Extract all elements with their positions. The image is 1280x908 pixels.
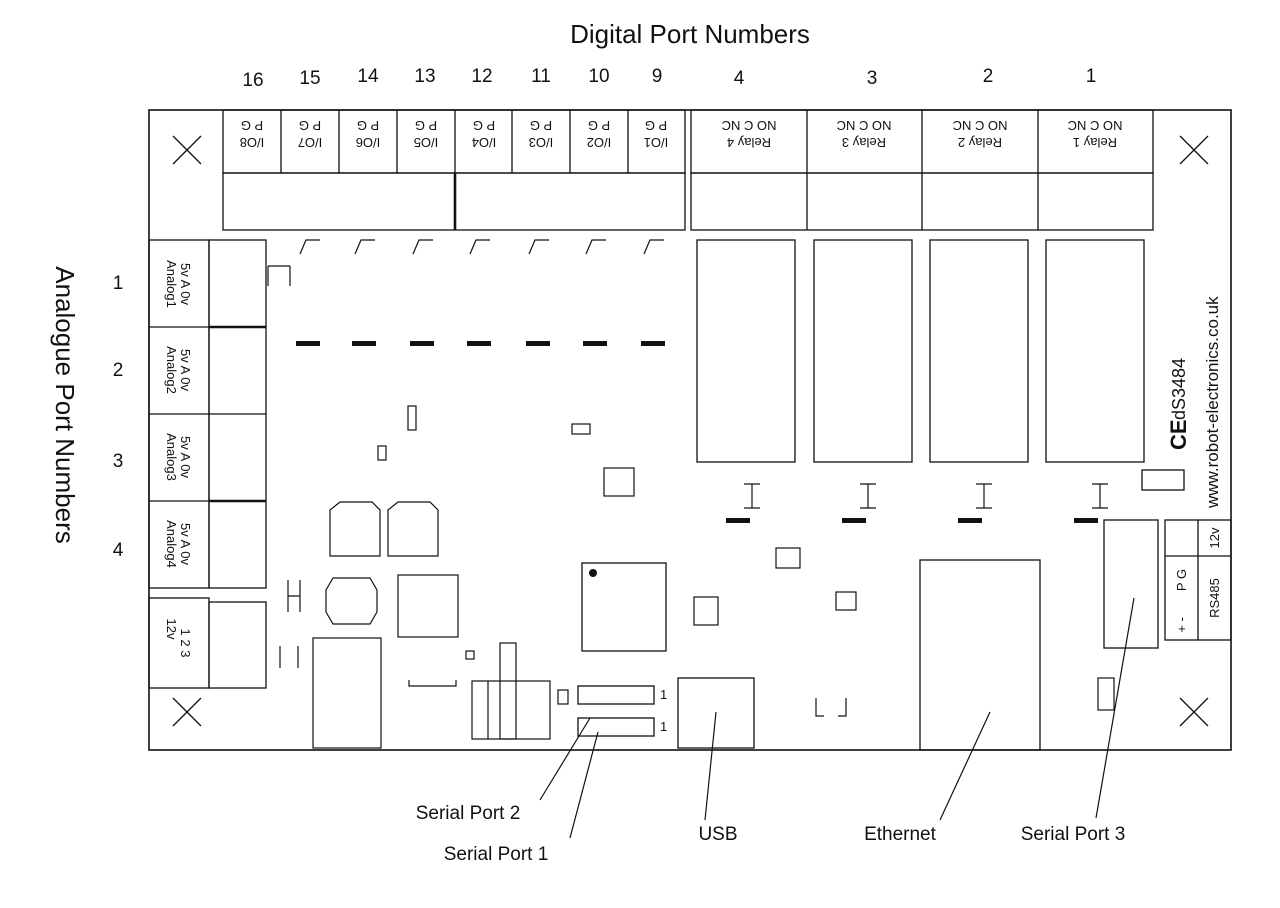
digital-port-number: 14 [357,66,379,87]
relay-pins: NO C NC [953,118,1008,133]
digital-port-number: 4 [734,68,745,89]
io-terminal-pins: P G [357,118,379,133]
io-terminal-name: I/O8 [240,135,265,150]
digital-port-number: 9 [652,66,663,87]
io-terminal-pins: P G [299,118,321,133]
analogue-ports-title: Analogue Port Numbers [50,266,80,543]
io-terminal-name: I/O2 [587,135,612,150]
callout-serial-port-2: Serial Port 2 [416,803,521,824]
io-terminal-pins: P G [241,118,263,133]
mounting-hole [172,697,202,727]
website-url: www.robot-electronics.co.uk [1203,296,1222,509]
relay-bodies [696,239,1145,463]
mounting-hole [1179,135,1209,165]
model-number: dS3484 [1169,358,1189,420]
digital-port-number: 3 [867,68,878,89]
relay-body [1045,239,1145,463]
relay-body [696,239,796,463]
relay-pins: NO C NC [837,118,892,133]
digital-port-number: 16 [242,70,263,91]
analog-terminal-name: Analog4 [164,520,179,568]
digital-port-numbers: 16 15 14 13 12 11 10 9 4 3 2 1 [242,66,1096,91]
ce-mark: CE [1166,419,1191,450]
io-terminal-name: I/O4 [472,135,497,150]
callout-lines [539,597,1135,839]
io-terminal-name: I/O5 [414,135,439,150]
analogue-port-number: 4 [113,540,124,561]
analogue-port-numbers: 1 2 3 4 [113,273,124,561]
io-terminal-labels: I/O8P G I/O7P G I/O6P G I/O5P G I/O4P G … [240,118,669,150]
transistors [744,483,1108,509]
analog-terminal-name: Analog1 [164,260,179,308]
relay-name: Relay 4 [727,135,771,150]
pcb-outline [148,109,1232,751]
resistors [296,341,1098,523]
mounting-hole [1179,697,1209,727]
usb-jack [677,677,755,749]
digital-port-number: 15 [299,68,320,89]
analogue-port-number: 3 [113,451,124,472]
relay-pins: NO C NC [1068,118,1123,133]
analogue-port-number: 2 [113,360,124,381]
analog-terminal-name: Analog2 [164,346,179,394]
io-terminal-pins: P G [530,118,552,133]
callout-serial-port-3: Serial Port 3 [1021,824,1126,845]
relay-name: Relay 3 [842,135,886,150]
rs485-voltage: 12v [1207,527,1222,548]
relay-body [929,239,1029,463]
serial-port-1-header [577,717,655,737]
io-terminal-pins: P G [473,118,495,133]
ethernet-jack [919,559,1041,751]
relay-terminal-labels: Relay 4 NO C NC Relay 3 NO C NC Relay 2 NO … [722,118,1123,150]
io-terminal-name: I/O6 [356,135,381,150]
rs485-terminal [1164,519,1232,641]
top-terminal-block [222,109,1154,231]
digital-port-number: 12 [471,66,492,87]
mounting-holes [172,135,1209,727]
serial-port-2-header [577,685,655,705]
analog-terminal-pins: 5v A 0v [178,263,193,305]
relay-pins: NO C NC [722,118,777,133]
pin-one-marker: 1 [660,719,667,734]
power-terminal-pins: 1 2 3 [178,629,193,658]
callout-serial-port-1: Serial Port 1 [444,844,549,865]
pin-one-dot [589,569,597,577]
callout-ethernet: Ethernet [864,824,937,845]
analog-terminal-pins: 5v A 0v [178,523,193,565]
io-terminal-pins: P G [415,118,437,133]
relay-body [813,239,913,463]
relay-name: Relay 2 [958,135,1002,150]
led-clips [299,239,664,255]
io-terminal-name: I/O3 [529,135,554,150]
analog-terminal-block [148,239,267,689]
analog-terminal-name: Analog3 [164,433,179,481]
board-components [267,239,1115,749]
analog-terminal-pins: 5v A 0v [178,436,193,478]
digital-port-number: 13 [414,66,435,87]
serial-port-3-header [1103,519,1159,649]
power-terminal-voltage: 12v [164,619,179,640]
io-terminal-pins: P G [645,118,667,133]
callout-usb: USB [698,824,737,845]
mounting-hole [172,135,202,165]
digital-ports-title: Digital Port Numbers [570,19,810,49]
io-terminal-name: I/O1 [644,135,669,150]
rs485-pins-top: P G [1174,569,1189,591]
io-terminal-name: I/O7 [298,135,323,150]
analog-terminal-pins: 5v A 0v [178,349,193,391]
analogue-port-number: 1 [113,273,124,294]
microcontroller [581,562,667,652]
io-terminal-pins: P G [588,118,610,133]
digital-port-number: 2 [983,66,994,87]
digital-port-number: 1 [1086,66,1097,87]
relay-name: Relay 1 [1073,135,1117,150]
rs485-name: RS485 [1207,578,1222,618]
small-connector [1141,469,1185,491]
digital-port-number: 10 [588,66,609,87]
digital-port-number: 11 [531,66,551,87]
pin-one-marker: 1 [660,687,667,702]
rs485-pins-bottom: + - [1174,617,1189,633]
